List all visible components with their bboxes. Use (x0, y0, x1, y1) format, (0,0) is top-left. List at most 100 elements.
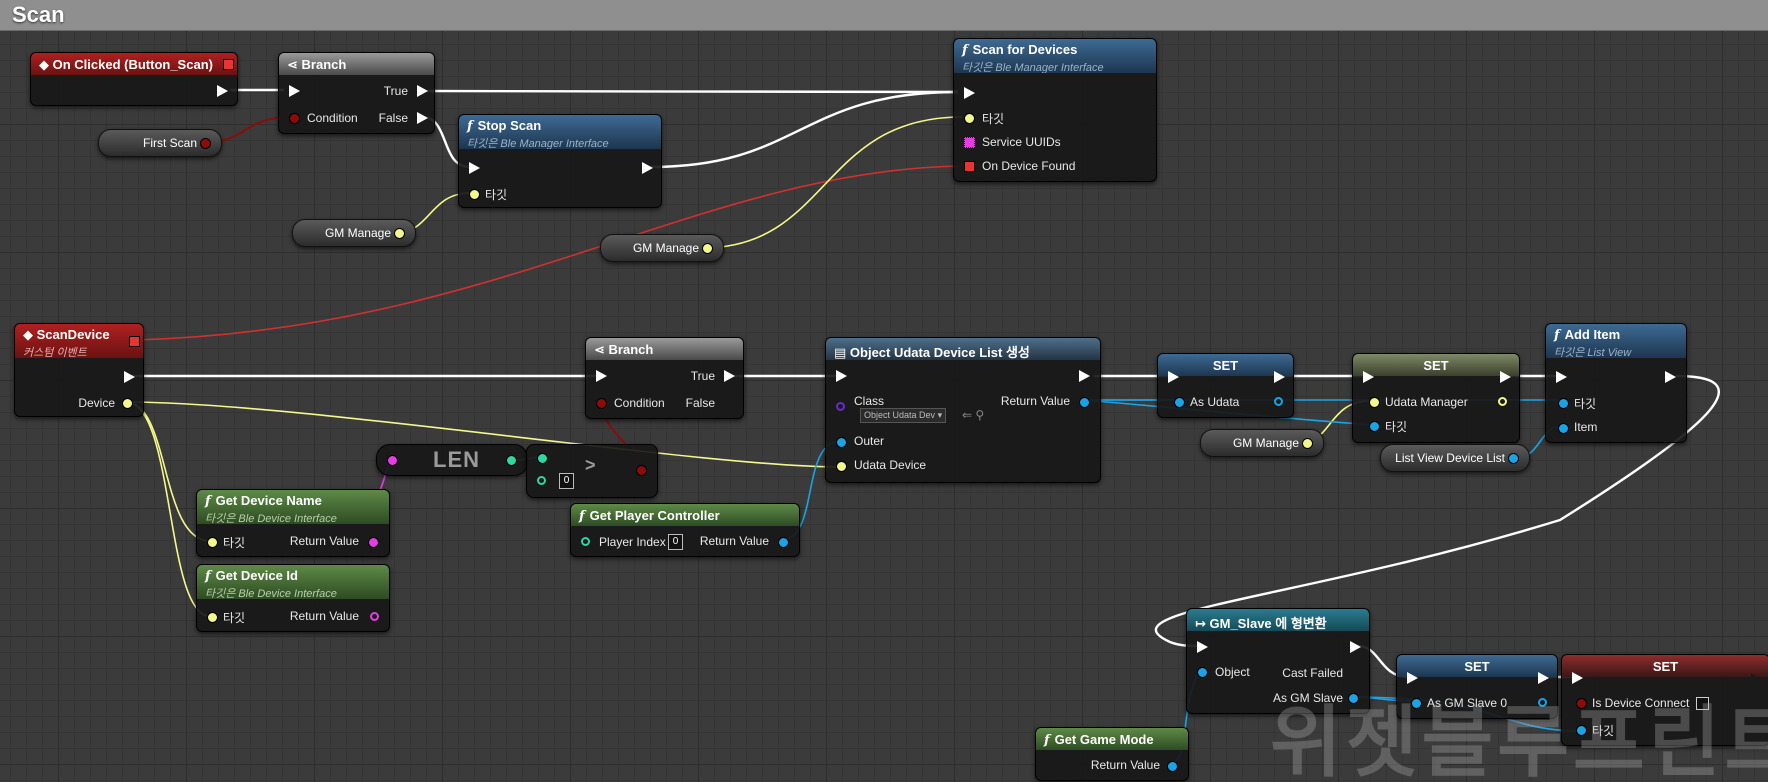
return-pin[interactable] (778, 537, 789, 548)
exec-in-pin[interactable] (1556, 371, 1567, 383)
target-pin[interactable] (1369, 421, 1380, 432)
browse-icon[interactable]: ⇐ ⚲ (962, 408, 985, 422)
bool-out-pin[interactable] (636, 465, 647, 476)
scan-device-event-node[interactable]: ◆ ScanDevice 커스텀 이벤트 Device (14, 323, 144, 417)
target-pin[interactable] (964, 113, 975, 124)
exec-in-pin[interactable] (1572, 672, 1583, 684)
delegate-pin[interactable] (223, 59, 234, 70)
cast-to-gm-slave-node[interactable]: ↦ GM_Slave 에 형변환 Object Cast Failed As G… (1186, 608, 1370, 714)
exec-in-pin[interactable] (289, 85, 300, 97)
false-exec-pin[interactable] (724, 397, 735, 409)
return-pin[interactable] (1079, 397, 1090, 408)
return-pin[interactable] (370, 612, 379, 621)
is-device-connect-pin[interactable] (1576, 698, 1587, 709)
exec-out-pin[interactable] (1665, 371, 1676, 383)
exec-out-pin[interactable] (1500, 371, 1511, 383)
branch-node-2[interactable]: ⋖ Branch True Condition False (585, 337, 744, 419)
target-pin[interactable] (207, 612, 218, 623)
item-pin[interactable] (1558, 423, 1569, 434)
set-as-gm-slave-node[interactable]: SET As GM Slave 0 (1396, 654, 1558, 719)
gm-manage-variable-1[interactable]: GM Manage (292, 219, 416, 247)
class-pin[interactable] (836, 402, 845, 411)
target-pin[interactable] (1558, 398, 1569, 409)
exec-in-pin[interactable] (836, 370, 847, 382)
as-gm-slave-pin[interactable] (1348, 693, 1359, 704)
exec-out-pin[interactable] (217, 85, 228, 97)
class-dropdown[interactable]: Object Udata Dev ▾ (860, 408, 947, 423)
exec-out-pin[interactable] (1750, 672, 1761, 684)
exec-out-pin[interactable] (642, 162, 653, 174)
exec-out-pin[interactable] (1137, 87, 1148, 99)
on-clicked-event-node[interactable]: ◆ On Clicked (Button_Scan) (30, 52, 238, 106)
gm-manage-variable-2[interactable]: GM Manage (600, 234, 724, 262)
out-pin[interactable] (1508, 453, 1519, 464)
as-udata-in-pin[interactable] (1174, 397, 1185, 408)
device-pin[interactable] (122, 398, 133, 409)
exec-in-pin[interactable] (1168, 371, 1179, 383)
exec-out-pin[interactable] (1079, 370, 1090, 382)
int-out-pin[interactable] (506, 455, 517, 466)
a-in-pin[interactable] (537, 453, 548, 464)
udata-manager-out-pin[interactable] (1498, 397, 1507, 406)
as-gm-slave-out-pin[interactable] (1538, 698, 1547, 707)
is-device-connect-checkbox[interactable] (1696, 697, 1709, 710)
exec-out-pin[interactable] (1350, 641, 1361, 653)
exec-in-pin[interactable] (1407, 672, 1418, 684)
player-index-pin[interactable] (581, 537, 590, 546)
condition-pin[interactable] (289, 113, 300, 124)
out-pin[interactable] (394, 228, 405, 239)
exec-out-pin[interactable] (124, 371, 135, 383)
false-exec-pin[interactable] (417, 112, 428, 124)
exec-out-pin[interactable] (1274, 371, 1285, 383)
set-as-udata-node[interactable]: SET As Udata (1157, 353, 1294, 418)
string-in-pin[interactable] (387, 455, 398, 466)
player-index-value[interactable]: 0 (668, 534, 683, 550)
construct-object-node[interactable]: ▤ Object Udata Device List 생성 Class Obje… (825, 337, 1101, 483)
target-pin[interactable] (1576, 725, 1587, 736)
out-pin[interactable] (1302, 438, 1313, 449)
true-exec-pin[interactable] (417, 85, 428, 97)
exec-out-pin[interactable] (1538, 672, 1549, 684)
exec-in-pin[interactable] (1197, 641, 1208, 653)
out-pin[interactable] (702, 243, 713, 254)
exec-in-pin[interactable] (469, 162, 480, 174)
object-pin[interactable] (1197, 667, 1208, 678)
compare-value[interactable]: 0 (559, 473, 574, 489)
set-udata-manager-node[interactable]: SET Udata Manager 타깃 (1352, 353, 1520, 443)
service-uuids-pin[interactable] (964, 137, 975, 148)
return-pin[interactable] (1167, 761, 1178, 772)
exec-in-pin[interactable] (964, 87, 975, 99)
target-pin[interactable] (207, 537, 218, 548)
branch-node-1[interactable]: ⋖ Branch True Condition False (278, 52, 435, 134)
set-is-device-connect-node[interactable]: SET Is Device Connect 타깃 (1561, 654, 1768, 746)
target-pin[interactable] (469, 189, 480, 200)
udata-device-pin[interactable] (836, 461, 847, 472)
condition-pin[interactable] (596, 398, 607, 409)
gm-manage-variable-3[interactable]: GM Manage (1200, 429, 1324, 457)
exec-in-pin[interactable] (1363, 371, 1374, 383)
bool-out-pin[interactable] (200, 138, 211, 149)
len-node[interactable]: LEN (376, 444, 528, 476)
as-gm-slave-in-pin[interactable] (1411, 698, 1422, 709)
return-pin[interactable] (368, 537, 379, 548)
delegate-pin[interactable] (129, 336, 140, 347)
first-scan-variable[interactable]: First Scan (98, 129, 222, 157)
cast-failed-pin[interactable] (1350, 667, 1361, 679)
greater-than-node[interactable]: 0 > (526, 444, 658, 498)
true-exec-pin[interactable] (724, 370, 735, 382)
b-in-pin[interactable] (537, 476, 546, 485)
exec-in-pin[interactable] (596, 370, 607, 382)
as-udata-out-pin[interactable] (1274, 397, 1283, 406)
udata-manager-in-pin[interactable] (1369, 397, 1380, 408)
on-device-found-pin[interactable] (964, 161, 975, 172)
list-view-device-list-variable[interactable]: List View Device List (1380, 444, 1530, 472)
outer-pin[interactable] (836, 437, 847, 448)
